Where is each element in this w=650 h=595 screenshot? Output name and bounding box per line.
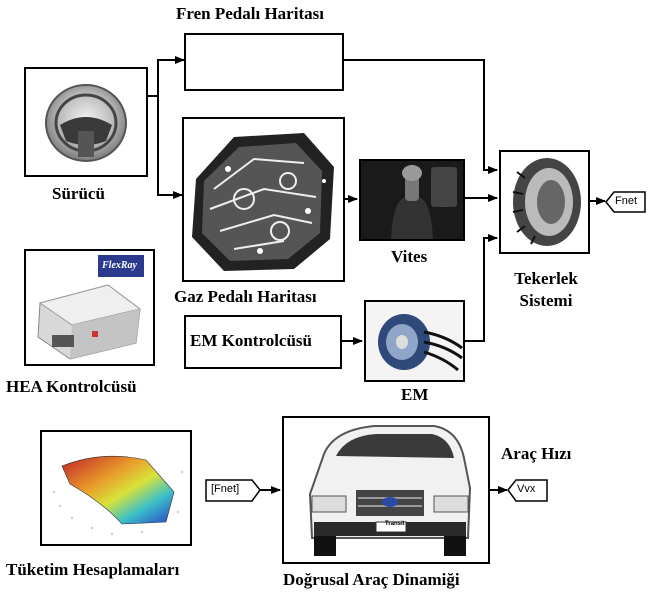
flexray-logo-text: FlexRay (102, 260, 137, 271)
gaz-block[interactable] (182, 117, 345, 282)
vvx-goto-tag[interactable] (507, 479, 549, 502)
surface-plot-icon (53, 455, 183, 535)
fren-title: Fren Pedalı Haritası (176, 4, 324, 23)
wire-surucu-fren (148, 56, 185, 97)
surucu-block[interactable] (24, 67, 148, 177)
ecu-icon (37, 255, 144, 360)
van-icon (308, 425, 472, 556)
wire-fren-tekerlek (343, 59, 498, 174)
gaz-title: Gaz Pedalı Haritası (174, 287, 317, 306)
tuketim-title: Tüketim Hesaplamaları (6, 560, 180, 579)
em-block[interactable] (364, 300, 465, 382)
vites-title: Vites (391, 247, 428, 266)
gear-shifter-icon (361, 161, 463, 239)
wire-em-tekerlek (465, 234, 498, 342)
em-kontrol-title: EM Kontrolcüsü (190, 331, 313, 350)
fnet-from-label: [Fnet] (211, 483, 240, 495)
dinamik-title: Doğrusal Araç Dinamiği (283, 570, 460, 589)
fnet-goto-tag[interactable] (605, 191, 647, 213)
dinamik-block[interactable] (282, 416, 490, 564)
surucu-title: Sürücü (52, 184, 105, 203)
fnet-goto-label: Fnet (615, 195, 638, 207)
tekerlek-block[interactable] (499, 150, 590, 254)
wire-surucu-gaz (157, 96, 183, 199)
tekerlek-title-line1: Tekerlek (514, 269, 578, 288)
vvx-goto-label: Vvx (517, 483, 536, 495)
fnet-from-tag[interactable] (205, 479, 261, 502)
van-plate-text: Transit (385, 521, 405, 527)
vites-block[interactable] (359, 159, 465, 241)
fren-block[interactable] (184, 33, 344, 91)
em-kontrol-block[interactable]: EM Kontrolcüsü (184, 315, 342, 369)
engine-icon (184, 119, 343, 280)
electric-motor-icon (366, 302, 463, 380)
tekerlek-title-line2: Sistemi (519, 291, 573, 310)
tekerlek-title: Tekerlek Sistemi (502, 268, 590, 312)
steering-wheel-icon (45, 84, 127, 162)
hea-title: HEA Kontrolcüsü (6, 377, 137, 396)
wheel-icon (512, 158, 581, 246)
speed-label: Araç Hızı (501, 444, 572, 463)
em-title: EM (401, 385, 429, 404)
hea-block[interactable] (24, 249, 155, 366)
tuketim-block[interactable] (40, 430, 192, 546)
